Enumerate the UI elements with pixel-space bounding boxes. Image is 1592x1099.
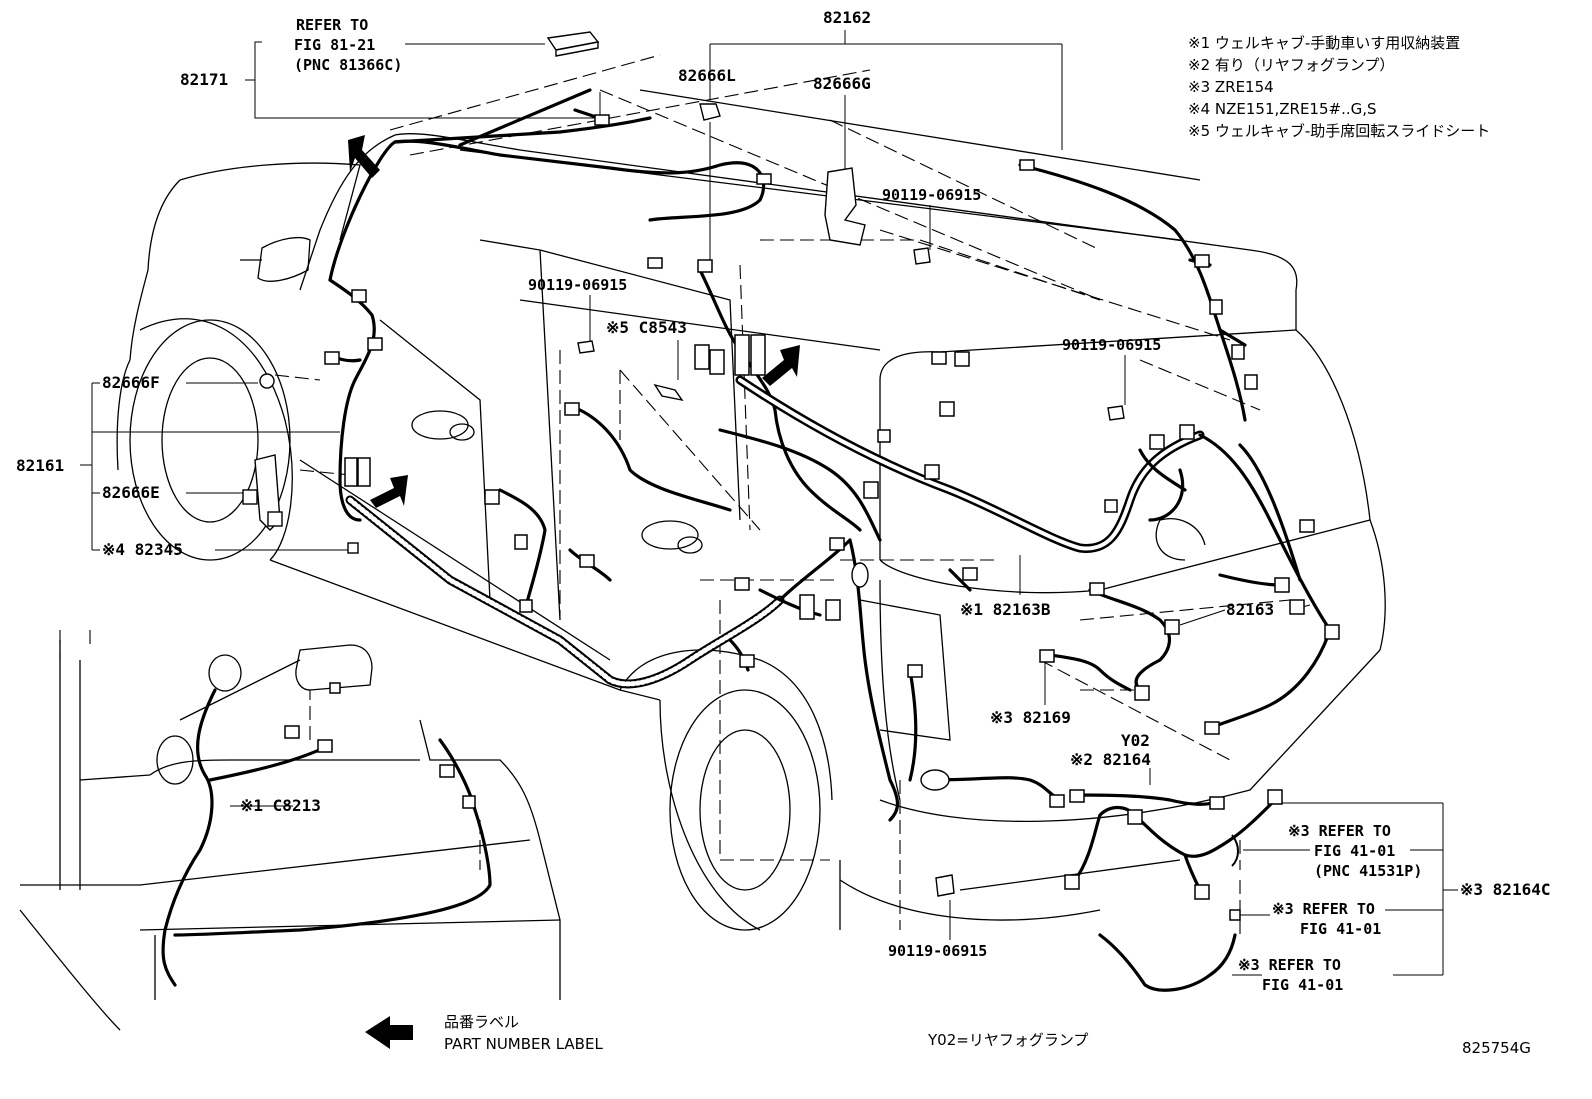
y02-note: Y02=リヤフォグランプ — [928, 1031, 1089, 1049]
diagram-id: 825754G — [1462, 1039, 1531, 1057]
part-82161-label: 82161 — [16, 456, 65, 475]
bolt-90119-d-label: 90119-06915 — [888, 942, 988, 960]
label-arrow-1 — [348, 135, 380, 178]
legend-note-1: ※1 ウェルキャブ-手動車いす用収納装置 — [1188, 34, 1461, 52]
part-C8543-label: ※5 C8543 — [606, 318, 687, 337]
part-number-label-en: PART NUMBER LABEL — [444, 1035, 603, 1053]
refer-fig-41a-line2: FIG 41-01 — [1314, 842, 1396, 860]
footer-arrow-icon — [365, 1016, 413, 1049]
bolt-90119-a-label: 90119-06915 — [882, 186, 982, 204]
connectors — [242, 31, 1340, 921]
part-82171-label: 82171 — [180, 70, 229, 89]
refer-fig-41b-line1: ※3 REFER TO — [1272, 900, 1375, 918]
legend-note-4: ※4 NZE151,ZRE15#..G,S — [1188, 100, 1377, 118]
refer-fig-41c-line1: ※3 REFER TO — [1238, 956, 1341, 974]
refer-fig-81-line3: (PNC 81366C) — [294, 56, 403, 74]
refer-fig-81-line1: REFER TO — [296, 16, 369, 34]
legend-note-5: ※5 ウェルキャブ-助手席回転スライドシート — [1188, 122, 1491, 140]
part-number-label-jp: 品番ラベル — [444, 1013, 520, 1031]
bolt-90119-b-label: 90119-06915 — [528, 276, 628, 294]
leader-lines — [80, 30, 1458, 976]
legend-note-2: ※2 有り（リヤフォグランプ） — [1188, 56, 1395, 74]
part-82666F-label: 82666F — [102, 373, 160, 392]
part-Y02-label: Y02 — [1121, 731, 1150, 750]
car-body-outline — [19, 89, 1386, 1031]
part-82163-label: 82163 — [1226, 600, 1275, 619]
part-82169-label: ※3 82169 — [990, 708, 1071, 727]
part-82162-label: 82162 — [823, 8, 872, 27]
part-82666E-label: 82666E — [102, 483, 160, 502]
part-C8213-label: ※1 C8213 — [240, 796, 321, 815]
refer-fig-41a-line1: ※3 REFER TO — [1288, 822, 1391, 840]
label-arrow-3 — [370, 475, 408, 508]
wire-harnesses — [161, 88, 1332, 992]
refer-fig-81-line2: FIG 81-21 — [294, 36, 376, 54]
part-number-label-arrows — [348, 135, 800, 1049]
part-82163B-label: ※1 82163B — [960, 600, 1051, 619]
refer-fig-41c-line2: FIG 41-01 — [1262, 976, 1344, 994]
part-82666G-label: 82666G — [813, 74, 871, 93]
part-82666L-label: 82666L — [678, 66, 736, 85]
legend-note-3: ※3 ZRE154 — [1188, 78, 1274, 96]
part-82345-label: ※4 82345 — [102, 540, 183, 559]
refer-fig-41b-line2: FIG 41-01 — [1300, 920, 1382, 938]
refer-fig-41a-line3: (PNC 41531P) — [1314, 862, 1423, 880]
bolt-90119-c-label: 90119-06915 — [1062, 336, 1162, 354]
label-arrow-2 — [762, 345, 800, 386]
part-82164C-label: ※3 82164C — [1460, 880, 1551, 899]
part-82164-label: ※2 82164 — [1070, 750, 1151, 769]
